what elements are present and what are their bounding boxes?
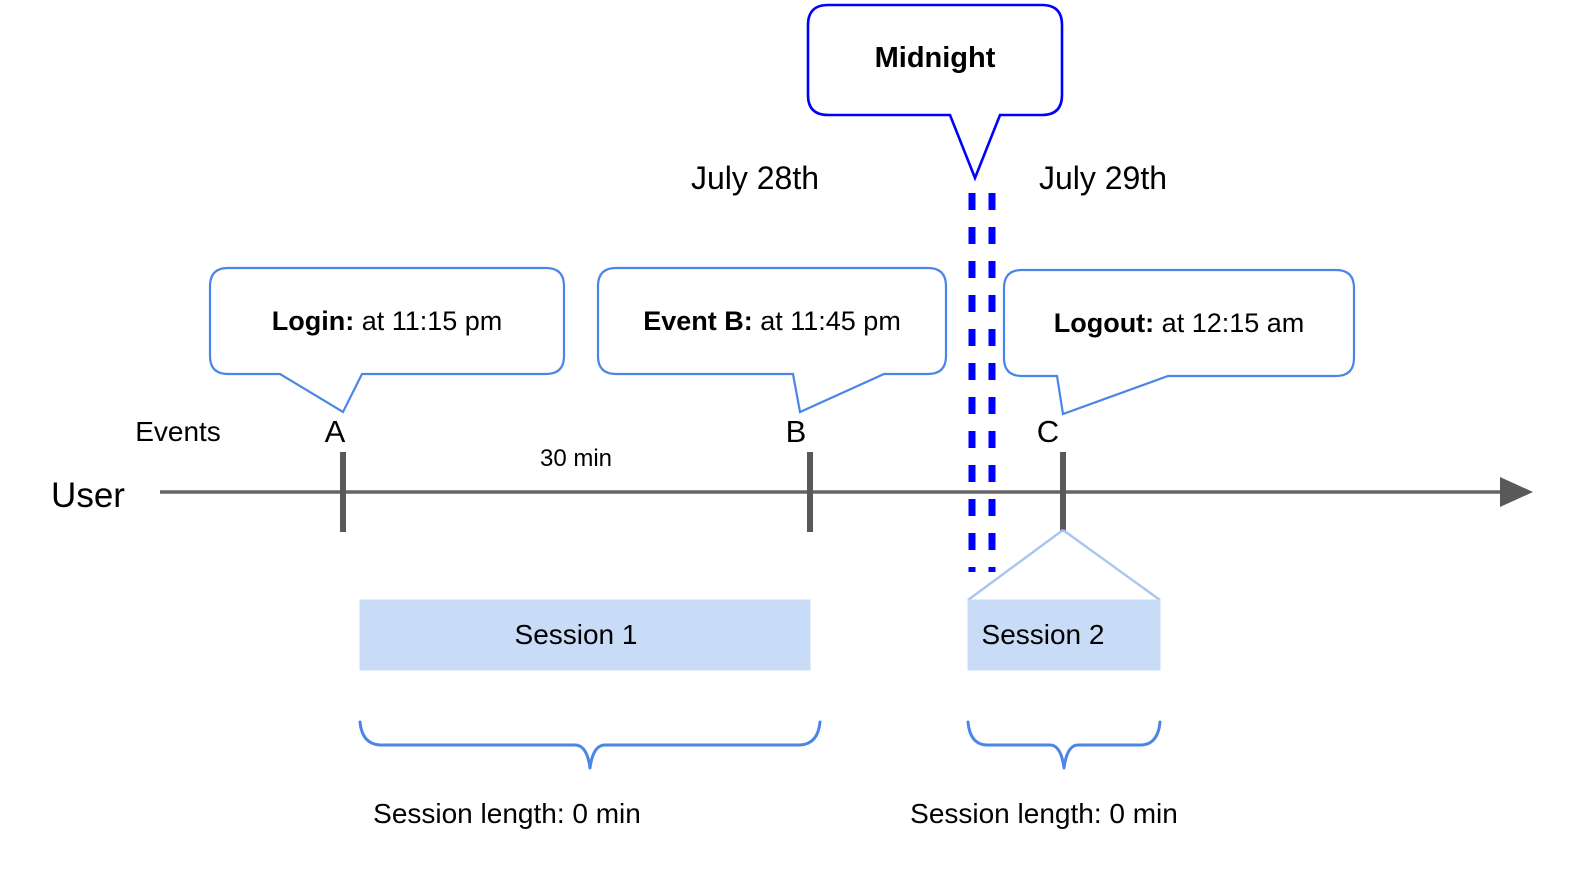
session-1-brace xyxy=(358,720,822,770)
midnight-callout-label: Midnight xyxy=(874,42,996,74)
event-letter-c: C xyxy=(1036,414,1060,449)
event-b-callout-label: Event B: at 11:45 pm xyxy=(643,308,901,335)
session-2-roof-left xyxy=(967,529,1064,601)
logout-callout-bold: Logout: xyxy=(1053,308,1155,338)
session-2-roof-right xyxy=(1062,529,1161,601)
events-row-label: Events xyxy=(135,416,221,447)
login-callout-bold: Login: xyxy=(271,306,355,336)
session-2-brace xyxy=(966,720,1162,770)
event-b-callout-rest: at 11:45 pm xyxy=(752,306,901,336)
session-1-label: Session 1 xyxy=(514,619,638,650)
login-callout-rest: at 11:15 pm xyxy=(354,306,503,336)
timeline-axis-arrowhead xyxy=(1500,477,1533,507)
session-2-label: Session 2 xyxy=(981,619,1105,650)
logout-callout-rest: at 12:15 am xyxy=(1154,308,1305,338)
event-letter-b: B xyxy=(785,414,807,449)
event-letter-a: A xyxy=(324,414,346,449)
event-b-callout-bubble xyxy=(596,266,948,414)
logout-callout-bubble xyxy=(1002,268,1356,416)
midnight-callout-bubble xyxy=(806,3,1064,182)
login-callout-bubble xyxy=(208,266,566,414)
event-b-callout-bold: Event B: xyxy=(643,306,753,336)
user-row-label: User xyxy=(51,476,125,515)
session-1-box xyxy=(359,599,811,671)
date-label-july-29: July 29th xyxy=(1038,160,1168,196)
session-1-length-label: Session length: 0 min xyxy=(373,798,641,829)
date-label-july-28: July 28th xyxy=(690,160,820,196)
logout-callout-label: Logout: at 12:15 am xyxy=(1054,310,1305,337)
login-callout-label: Login: at 11:15 pm xyxy=(272,308,503,335)
session-2-box xyxy=(967,599,1161,671)
session-2-length-label: Session length: 0 min xyxy=(910,798,1178,829)
interval-label-30-min: 30 min xyxy=(539,445,613,472)
